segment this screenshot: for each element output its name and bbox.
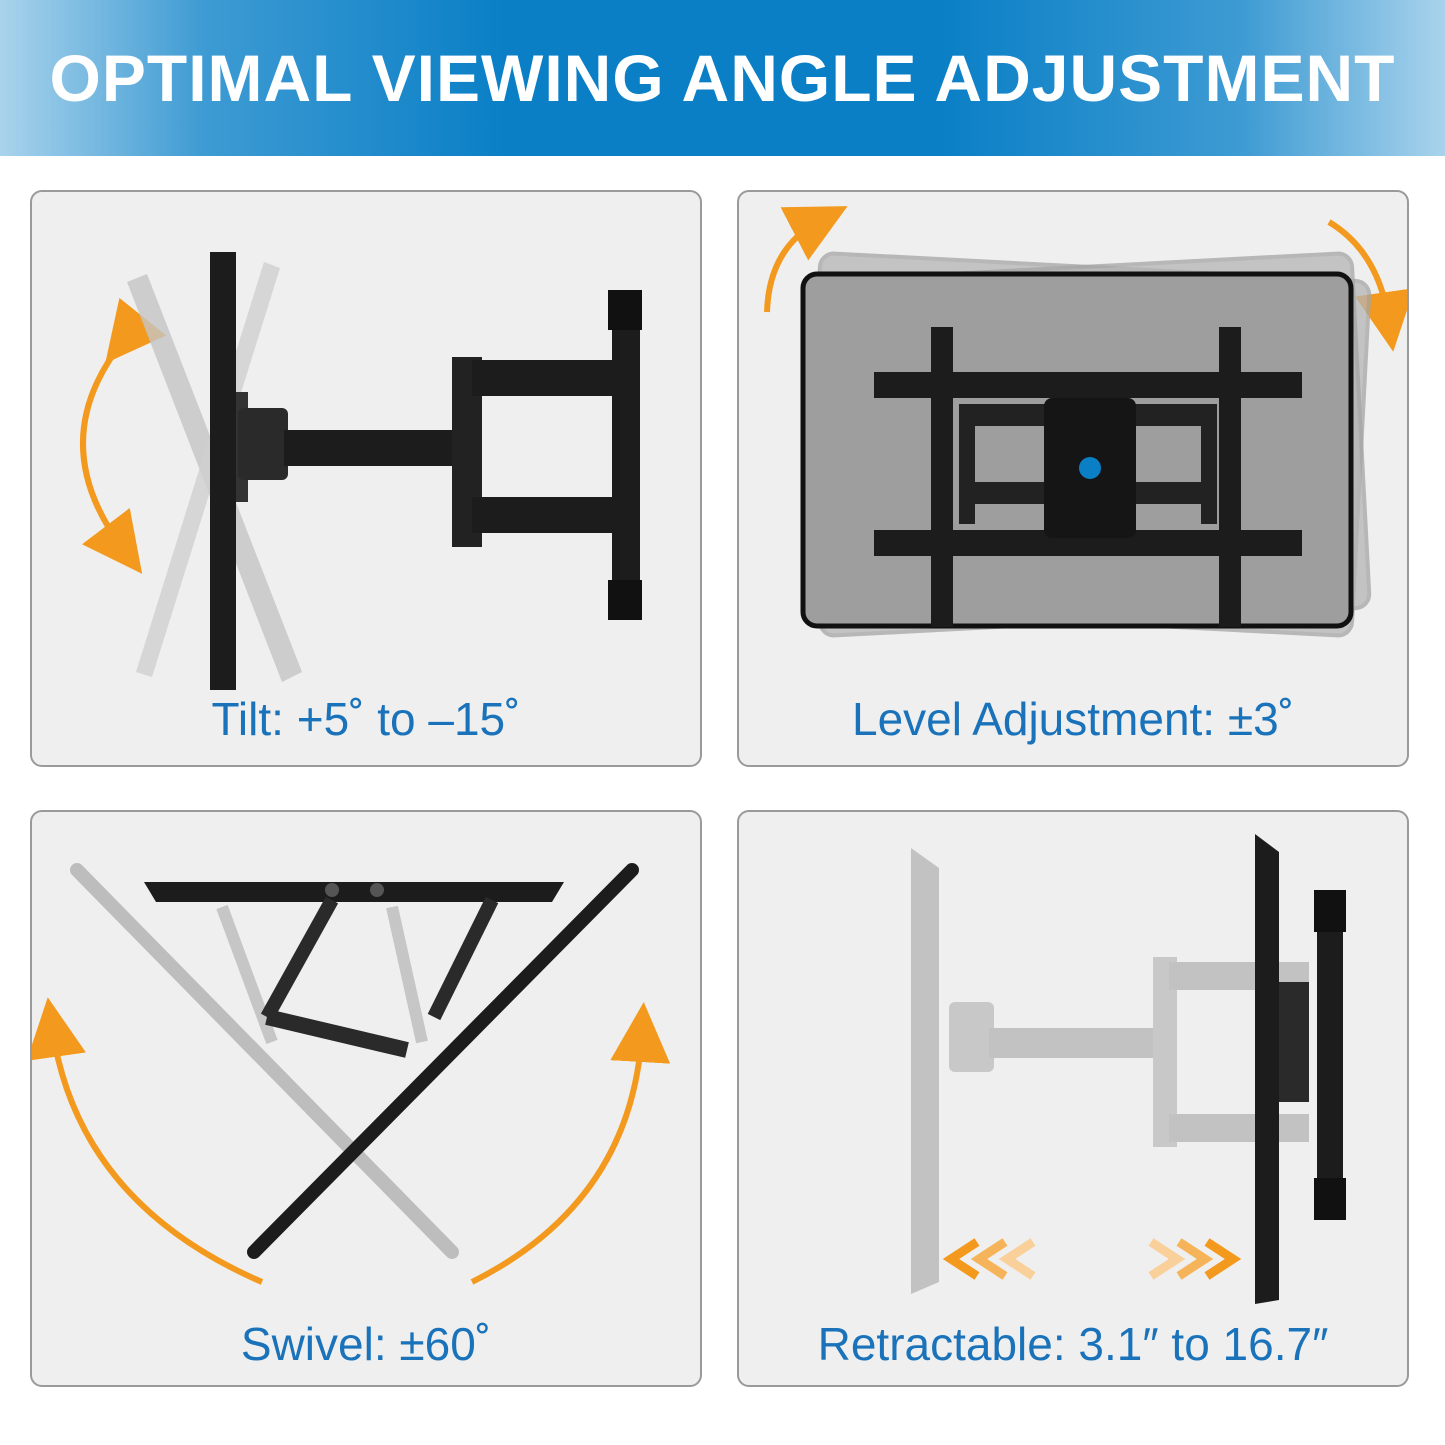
swivel-right-arrow-icon xyxy=(470,1002,671,1285)
retract-right-chevrons-icon xyxy=(1148,1238,1242,1280)
retract-illustration xyxy=(911,834,1346,1304)
swivel-caption: Swivel: ±60˚ xyxy=(240,1318,492,1370)
header-banner: OPTIMAL VIEWING ANGLE ADJUSTMENT xyxy=(0,0,1445,156)
swivel-panel: Swivel: ±60˚ xyxy=(30,810,702,1387)
tilt-caption: Tilt: +5˚ to –15˚ xyxy=(211,693,521,745)
rotate-right-arrow-icon xyxy=(1327,219,1407,352)
swivel-illustration xyxy=(32,863,671,1285)
retract-left-chevrons-icon xyxy=(942,1238,1036,1280)
level-panel: Level Adjustment: ±3˚ xyxy=(737,190,1409,767)
tilt-panel: Tilt: +5˚ to –15˚ xyxy=(30,190,702,767)
page-title: OPTIMAL VIEWING ANGLE ADJUSTMENT xyxy=(49,41,1396,115)
swivel-left-arrow-icon xyxy=(32,997,264,1285)
retract-panel: Retractable: 3.1″ to 16.7″ xyxy=(737,810,1409,1387)
tilt-illustration xyxy=(80,252,642,690)
level-illustration xyxy=(764,206,1407,638)
rotate-left-arrow-icon xyxy=(764,206,848,313)
tilt-arrow-icon xyxy=(80,297,167,574)
level-caption: Level Adjustment: ±3˚ xyxy=(851,693,1295,745)
retract-caption: Retractable: 3.1″ to 16.7″ xyxy=(817,1318,1329,1370)
